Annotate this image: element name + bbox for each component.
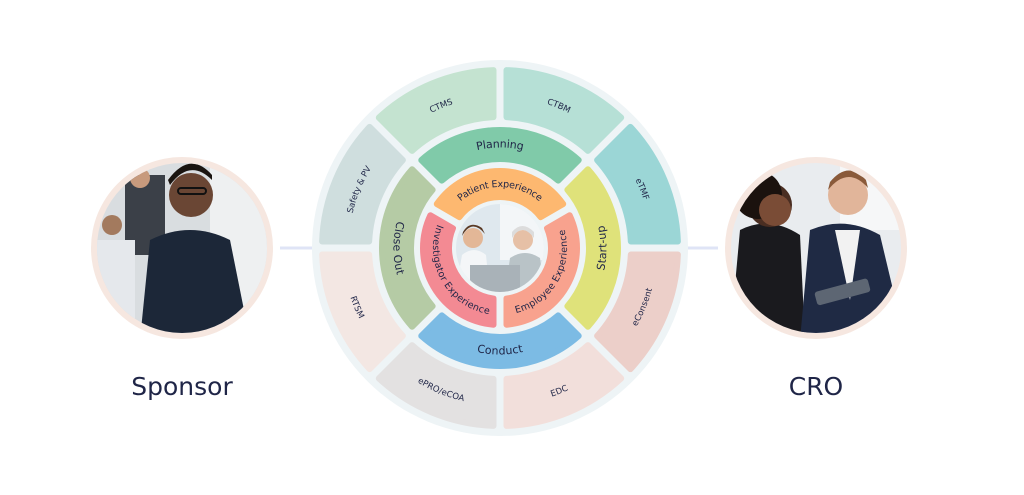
segment-etmf (594, 123, 681, 245)
sponsor-photo (91, 157, 273, 339)
segment-edc (503, 342, 625, 429)
center-photo (456, 204, 544, 292)
segment-patient-experience (433, 168, 567, 221)
segment-ctbm (503, 67, 625, 154)
segment-label-start-up: Start-up (594, 225, 609, 272)
segment-label-conduct: Conduct (476, 342, 524, 358)
segment-close-out (379, 166, 436, 330)
segment-epro-ecoa (375, 342, 497, 429)
segment-investigator-experience (420, 212, 497, 328)
segment-conduct (418, 312, 582, 369)
segment-econsent (594, 251, 681, 373)
segment-label-close-out: Close Out (390, 220, 406, 276)
segment-ctms (375, 67, 497, 154)
cro-label: CRO (788, 372, 844, 401)
segment-label-planning: Planning (475, 137, 525, 153)
segment-start-up (564, 166, 621, 330)
segment-rtsm (319, 251, 406, 373)
sponsor-label: Sponsor (131, 372, 233, 401)
segment-safety-pv (319, 123, 406, 245)
segment-planning (418, 127, 582, 184)
cro-photo (725, 157, 907, 339)
segment-employee-experience (503, 212, 580, 328)
